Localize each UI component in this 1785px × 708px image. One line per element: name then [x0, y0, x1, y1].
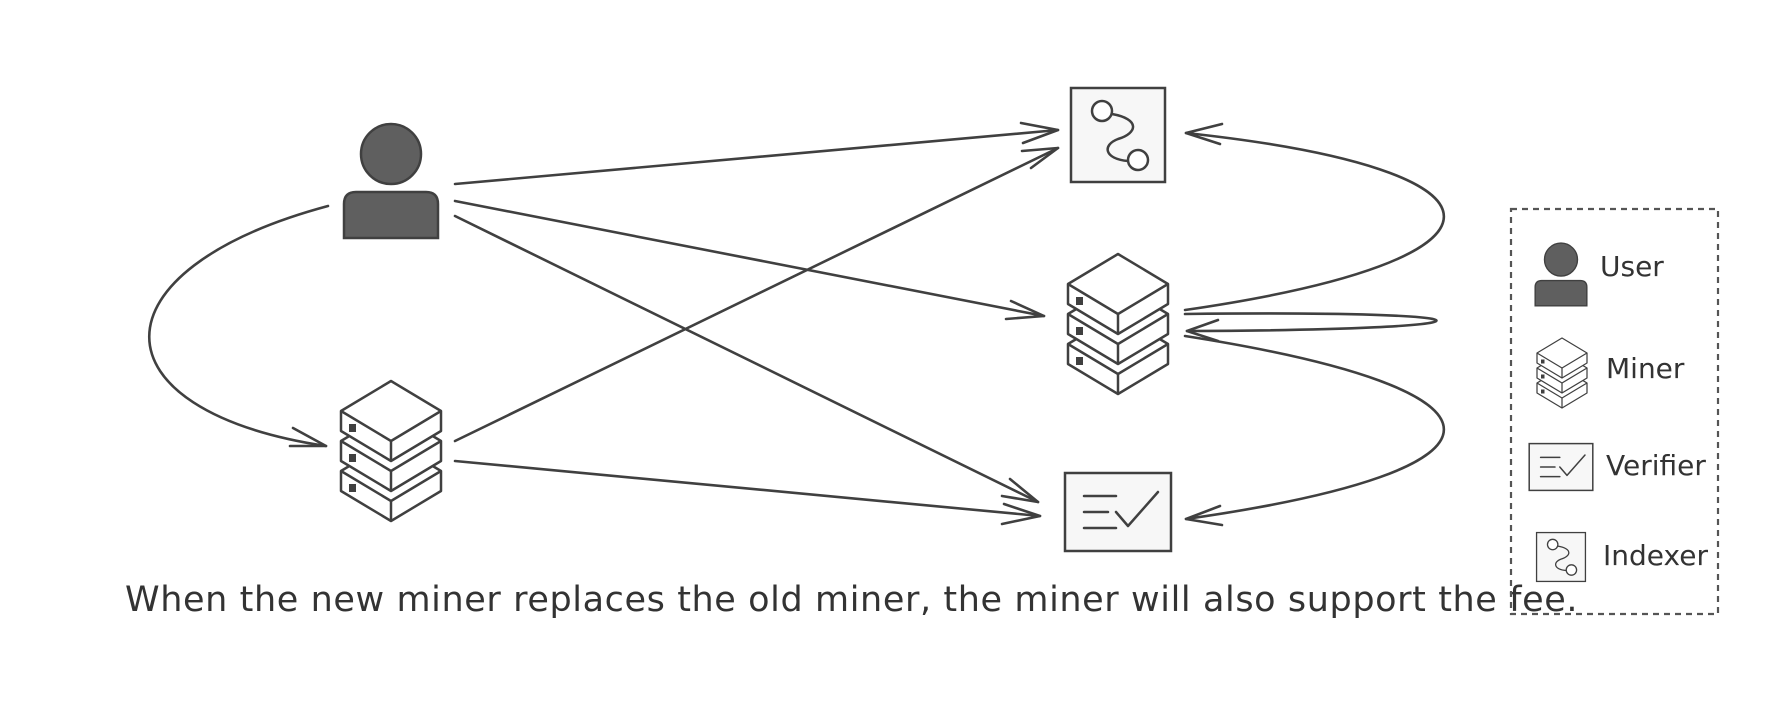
miner-icon	[1536, 337, 1588, 409]
arrowhead-verifier-from-old-miner	[1000, 502, 1042, 526]
edge-old-miner-to-verifier	[453, 459, 1042, 518]
indexer-icon	[1535, 531, 1587, 583]
legend-label-indexer: Indexer	[1603, 539, 1708, 572]
arrowhead-indexer-from-new-miner	[1184, 122, 1224, 146]
legend-label-verifier: Verifier	[1606, 449, 1706, 482]
legend: User Miner Verifier Indexer	[1509, 207, 1720, 616]
edge-user-to-old-miner	[147, 204, 330, 448]
arrowhead-indexer-from-user	[1019, 121, 1060, 145]
edge-new-miner-to-indexer	[1183, 131, 1445, 312]
edge-user-to-new-miner	[453, 199, 1046, 318]
indexer-node	[1069, 86, 1167, 184]
user-icon	[342, 122, 440, 240]
legend-item-miner: Miner	[1536, 337, 1685, 409]
legend-label-user: User	[1600, 250, 1664, 283]
arrowhead-verifier-from-new-miner	[1184, 504, 1224, 527]
arrowhead-verifier-from-user	[1000, 477, 1040, 504]
edges	[147, 128, 1446, 521]
legend-border	[1509, 207, 1720, 616]
old-miner-node	[339, 379, 443, 523]
arrowhead-indexer-from-old-miner	[1020, 146, 1060, 170]
new-miner-node	[1066, 252, 1170, 396]
edge-new-miner-to-self	[1183, 312, 1438, 333]
legend-item-user: User	[1534, 242, 1664, 307]
legend-item-indexer: Indexer	[1535, 531, 1708, 583]
miner-icon	[1066, 252, 1170, 396]
edge-new-miner-to-verifier	[1183, 334, 1446, 521]
verifier-node	[1063, 471, 1173, 553]
legend-item-verifier: Verifier	[1528, 442, 1706, 492]
indexer-icon	[1069, 86, 1167, 184]
user-node	[342, 122, 440, 240]
legend-label-miner: Miner	[1606, 352, 1685, 385]
diagram-caption: When the new miner replaces the old mine…	[125, 580, 1578, 620]
arrowhead-old-miner-from-user	[288, 426, 328, 448]
edge-user-to-verifier	[453, 214, 1040, 504]
verifier-icon	[1063, 471, 1173, 553]
miner-icon	[339, 379, 443, 523]
user-icon	[1534, 242, 1588, 307]
arrow-heads	[288, 121, 1224, 527]
verifier-icon	[1528, 442, 1594, 492]
edge-user-to-indexer	[453, 128, 1060, 186]
arrowhead-new-miner-from-self	[1185, 318, 1220, 343]
arrowhead-new-miner-from-user	[1004, 299, 1046, 321]
edge-old-miner-to-indexer	[453, 146, 1060, 443]
